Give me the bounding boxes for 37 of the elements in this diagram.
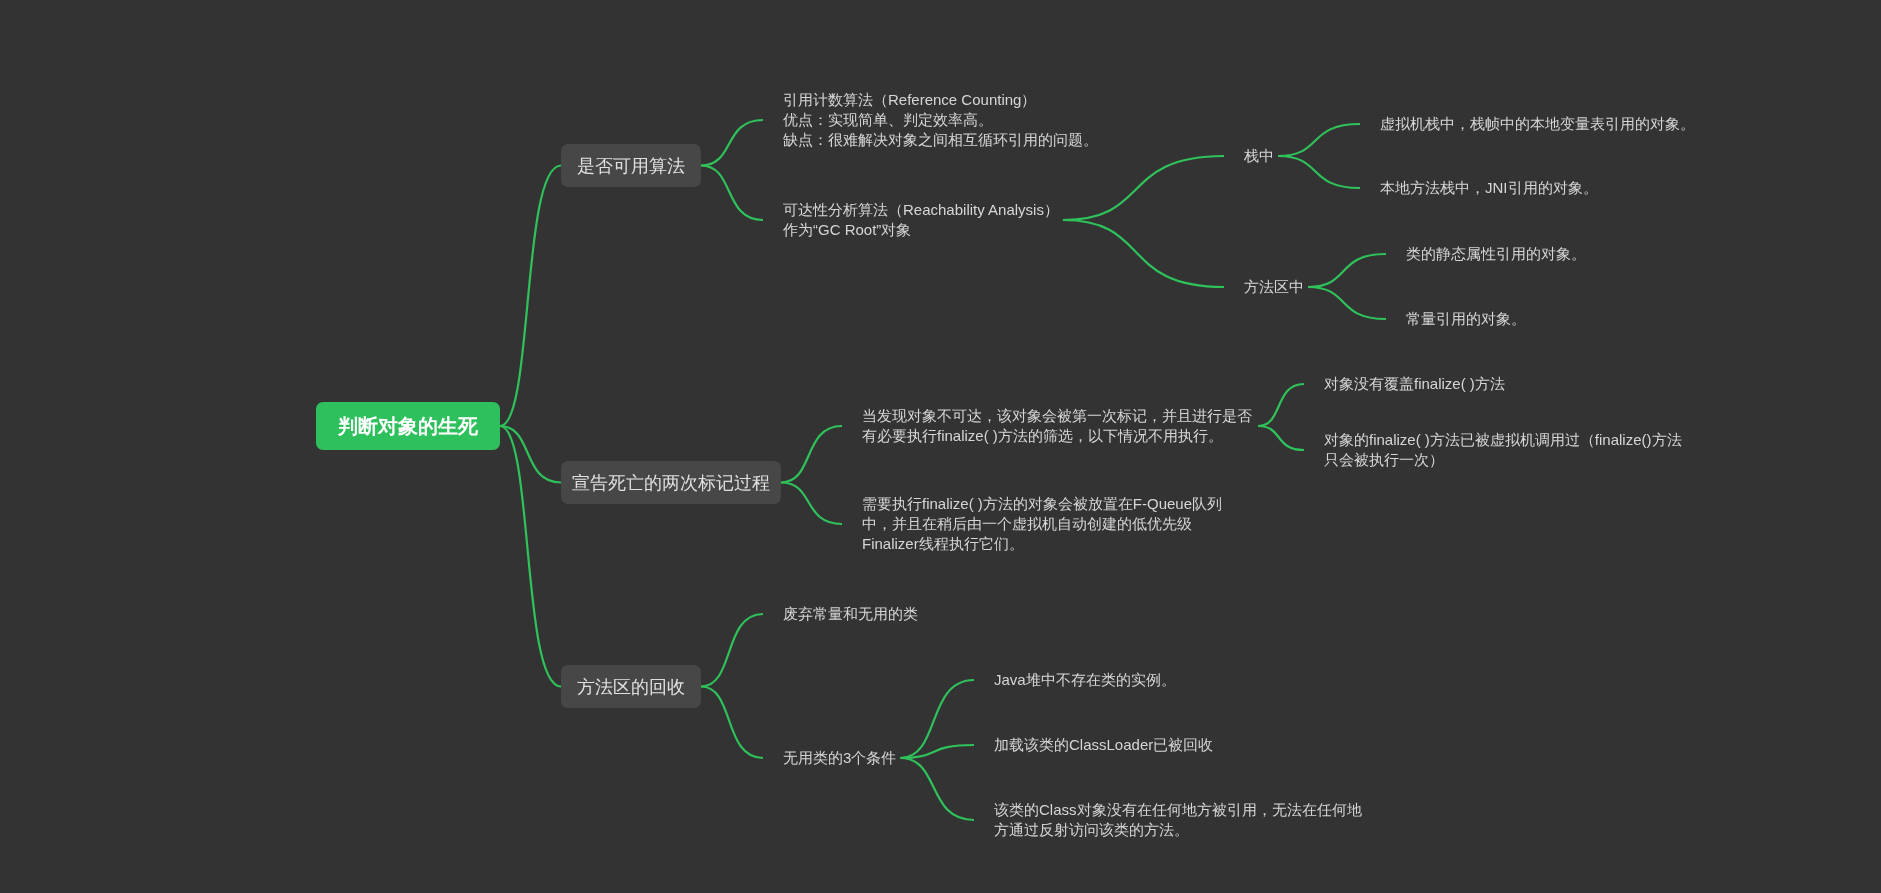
branch-line	[1307, 285, 1387, 321]
branch-text: 可达性分析算法（Reachability Analysis）	[783, 200, 1059, 220]
branch-line	[700, 164, 764, 222]
branch-text: 作为“GC Root”对象	[783, 220, 913, 240]
branch-line	[1062, 218, 1225, 289]
branch-text: 对象的finalize( )方法已被虚拟机调用过（finalize()方法只会被执行一次）	[1324, 430, 1683, 470]
branch-line	[1257, 424, 1305, 452]
branch-text: 缺点：很难解决对象之间相互循环引用的问题。	[783, 130, 1098, 150]
branch-line	[499, 425, 562, 688]
branch-text: 需要执行finalize( )方法的对象会被放置在F-Queue队列中，并且在稍后由一个虚拟机自动创建的低优先级Finalizer线程执行它们。	[862, 494, 1224, 554]
branch-line	[700, 118, 764, 167]
branch-text: 栈中	[1244, 146, 1274, 166]
branch-line	[900, 756, 975, 822]
branch-text: 该类的Class对象没有在任何地方被引用，无法在任何地方通过反射访问该类的方法。	[994, 800, 1363, 840]
branch-line	[780, 424, 843, 484]
branch-text: 本地方法栈中，JNI引用的对象。	[1380, 178, 1598, 198]
branch-text: 方法区中	[1244, 277, 1304, 297]
branch-text: 类的静态属性引用的对象。	[1406, 244, 1586, 264]
branch-text: 当发现对象不可达，该对象会被第一次标记，并且进行是否有必要执行finalize( )方法的筛选，以下情况不用执行。	[862, 406, 1253, 446]
branch-text: 无用类的3个条件	[783, 748, 897, 768]
branch-line	[700, 685, 764, 760]
branch-line	[499, 164, 562, 427]
topic-box: 方法区的回收	[561, 665, 701, 708]
branch-text: 常量引用的对象。	[1406, 309, 1526, 329]
root-topic-box: 判断对象的生死	[316, 402, 500, 450]
branch-text: Java堆中不存在类的实例。	[994, 670, 1176, 690]
branch-text: 优点：实现简单、判定效率高。	[783, 110, 994, 130]
branch-line	[1277, 154, 1361, 190]
branch-text: 虚拟机栈中，栈帧中的本地变量表引用的对象。	[1380, 114, 1695, 134]
topic-box: 宣告死亡的两次标记过程	[561, 461, 781, 504]
branch-text: 废弃常量和无用的类	[783, 604, 918, 624]
branch-text: 引用计数算法（Reference Counting）	[783, 90, 1038, 110]
branch-line	[780, 481, 843, 526]
topic-box: 是否可用算法	[561, 144, 701, 187]
branch-line	[700, 612, 764, 688]
branch-text: 对象没有覆盖finalize( )方法	[1324, 374, 1505, 394]
branch-text: 加载该类的ClassLoader已被回收	[994, 735, 1214, 755]
